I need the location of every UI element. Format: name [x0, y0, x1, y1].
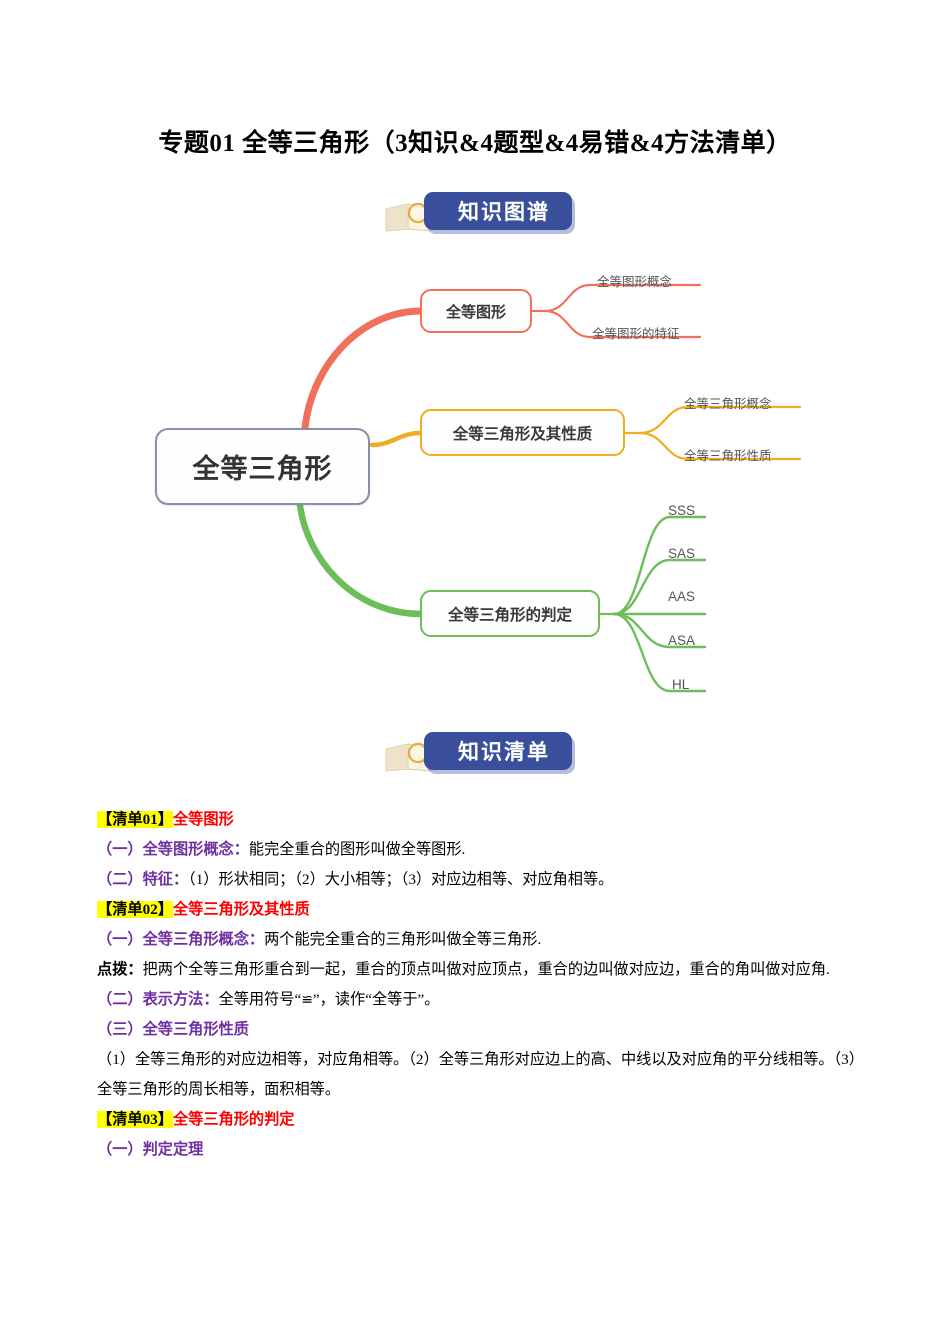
mindmap-branch-node-congruent-figures[interactable]: 全等图形: [420, 289, 532, 333]
mindmap-leaf[interactable]: SAS: [668, 546, 696, 561]
list-heading-02: 【清单02】全等三角形及其性质: [97, 895, 857, 925]
notation-before: 全等用符号“: [218, 991, 302, 1008]
mindmap-branch-node-criteria[interactable]: 全等三角形的判定: [420, 590, 600, 637]
item-text: 能完全重合的图形叫做全等图形.: [248, 841, 466, 858]
mindmap: 全等三角形 全等图形 全等三角形及其性质 全等三角形的判定 全等图形概念 全等图…: [0, 255, 950, 715]
tip-label: 点拨：: [97, 961, 143, 978]
mindmap-leaf[interactable]: ASA: [668, 633, 696, 648]
badge-label: 知识图谱: [458, 201, 550, 224]
list02-property-label: （三）全等三角形性质: [97, 1015, 857, 1045]
list-title: 全等三角形的判定: [172, 1111, 295, 1128]
congruence-symbol: ≌: [301, 992, 313, 1008]
item-text: （1）形状相同；（2）大小相等；（3）对应边相等、对应角相等。: [188, 871, 614, 888]
badge-label: 知识清单: [458, 741, 550, 764]
content-body: 【清单01】全等图形 （一）全等图形概念：能完全重合的图形叫做全等图形. （二）…: [97, 805, 857, 1165]
list02-concept: （一）全等三角形概念：两个能完全重合的三角形叫做全等三角形.: [97, 925, 857, 955]
list02-tip: 点拨：把两个全等三角形重合到一起，重合的顶点叫做对应顶点，重合的边叫做对应边，重…: [97, 955, 857, 985]
item-label: （三）全等三角形性质: [97, 1021, 249, 1038]
badge-knowledge-graph: 知识图谱: [382, 190, 582, 236]
item-label: （一）判定定理: [97, 1141, 204, 1158]
page-title: 专题01 全等三角形（3知识&4题型&4易错&4方法清单）: [158, 130, 792, 157]
list02-property-text: （1）全等三角形的对应边相等，对应角相等。（2）全等三角形对应边上的高、中线以及…: [97, 1051, 857, 1098]
mindmap-branch-node-properties[interactable]: 全等三角形及其性质: [420, 409, 625, 456]
list-marker: 【清单03】: [97, 1111, 173, 1128]
mindmap-leaf[interactable]: 全等图形的特征: [592, 327, 680, 341]
badge-pill: 知识清单: [424, 732, 572, 770]
mindmap-leaf[interactable]: SSS: [668, 503, 696, 518]
notation-after: ”，读作“全等于”。: [312, 991, 440, 1008]
item-label: （一）全等图形概念：: [97, 841, 249, 858]
item-label: （一）全等三角形概念：: [97, 931, 265, 948]
list03-theorem-label: （一）判定定理: [97, 1135, 857, 1165]
badge-pill: 知识图谱: [424, 192, 572, 230]
mindmap-leaf[interactable]: 全等三角形概念: [684, 397, 772, 411]
mindmap-leaf[interactable]: HL: [672, 677, 690, 692]
list-marker: 【清单02】: [97, 901, 173, 918]
mindmap-leaf[interactable]: 全等三角形性质: [684, 449, 772, 463]
list01-item-2: （二）特征：（1）形状相同；（2）大小相等；（3）对应边相等、对应角相等。: [97, 865, 857, 895]
tip-text: 把两个全等三角形重合到一起，重合的顶点叫做对应顶点，重合的边叫做对应边，重合的角…: [142, 961, 830, 978]
list-title: 全等三角形及其性质: [172, 901, 310, 918]
item-text: 两个能完全重合的三角形叫做全等三角形.: [264, 931, 542, 948]
list-title: 全等图形: [172, 811, 234, 828]
item-label: （二）特征：: [97, 871, 189, 888]
badge-knowledge-list: 知识清单: [382, 730, 582, 776]
list01-item-1: （一）全等图形概念：能完全重合的图形叫做全等图形.: [97, 835, 857, 865]
list-heading-03: 【清单03】全等三角形的判定: [97, 1105, 857, 1135]
mindmap-leaf[interactable]: 全等图形概念: [597, 275, 673, 289]
item-label: （二）表示方法：: [97, 991, 219, 1008]
list02-notation: （二）表示方法：全等用符号“≌”，读作“全等于”。: [97, 985, 857, 1015]
list-marker: 【清单01】: [97, 811, 173, 828]
mindmap-connectors: [296, 283, 802, 693]
mindmap-leaf[interactable]: AAS: [668, 589, 696, 604]
list-heading-01: 【清单01】全等图形: [97, 805, 857, 835]
mindmap-root-node[interactable]: 全等三角形: [155, 428, 370, 505]
